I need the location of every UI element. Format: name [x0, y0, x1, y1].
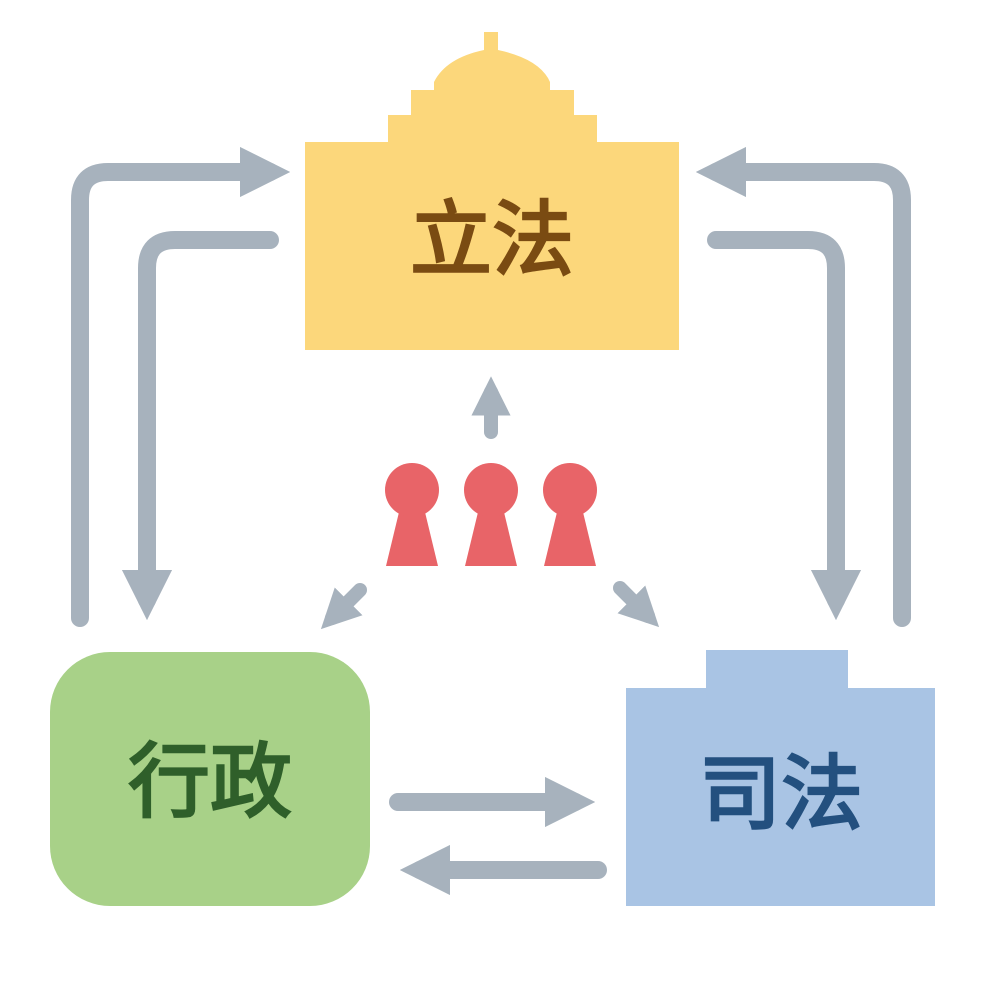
- diet-building-shape: [305, 32, 679, 350]
- person-body: [465, 508, 517, 566]
- person-body: [386, 508, 438, 566]
- arrow-people-to-judicial: [613, 581, 660, 628]
- executive-node: 行政: [50, 652, 370, 906]
- person-body: [544, 508, 596, 566]
- executive-box: [50, 652, 370, 906]
- person-head: [543, 463, 597, 517]
- executive-label: 行政: [128, 735, 292, 830]
- legislative-node: 立法: [305, 32, 679, 350]
- person-head: [385, 463, 439, 517]
- arrow-judicial-to-legislative: [695, 146, 911, 627]
- person-head: [464, 463, 518, 517]
- arrow-legislative-to-executive: [121, 231, 279, 621]
- arrow-legislative-to-judicial: [707, 231, 862, 621]
- arrow-people-to-executive: [320, 583, 367, 630]
- person-figure: [464, 463, 518, 566]
- people-group: [385, 463, 597, 566]
- judicial-building-shape: [626, 650, 935, 906]
- judicial-node: 司法: [626, 650, 935, 906]
- judicial-label: 司法: [699, 747, 863, 842]
- arrow-executive-to-legislative: [71, 146, 291, 627]
- legislative-label: 立法: [410, 193, 574, 288]
- person-figure: [543, 463, 597, 566]
- person-figure: [385, 463, 439, 566]
